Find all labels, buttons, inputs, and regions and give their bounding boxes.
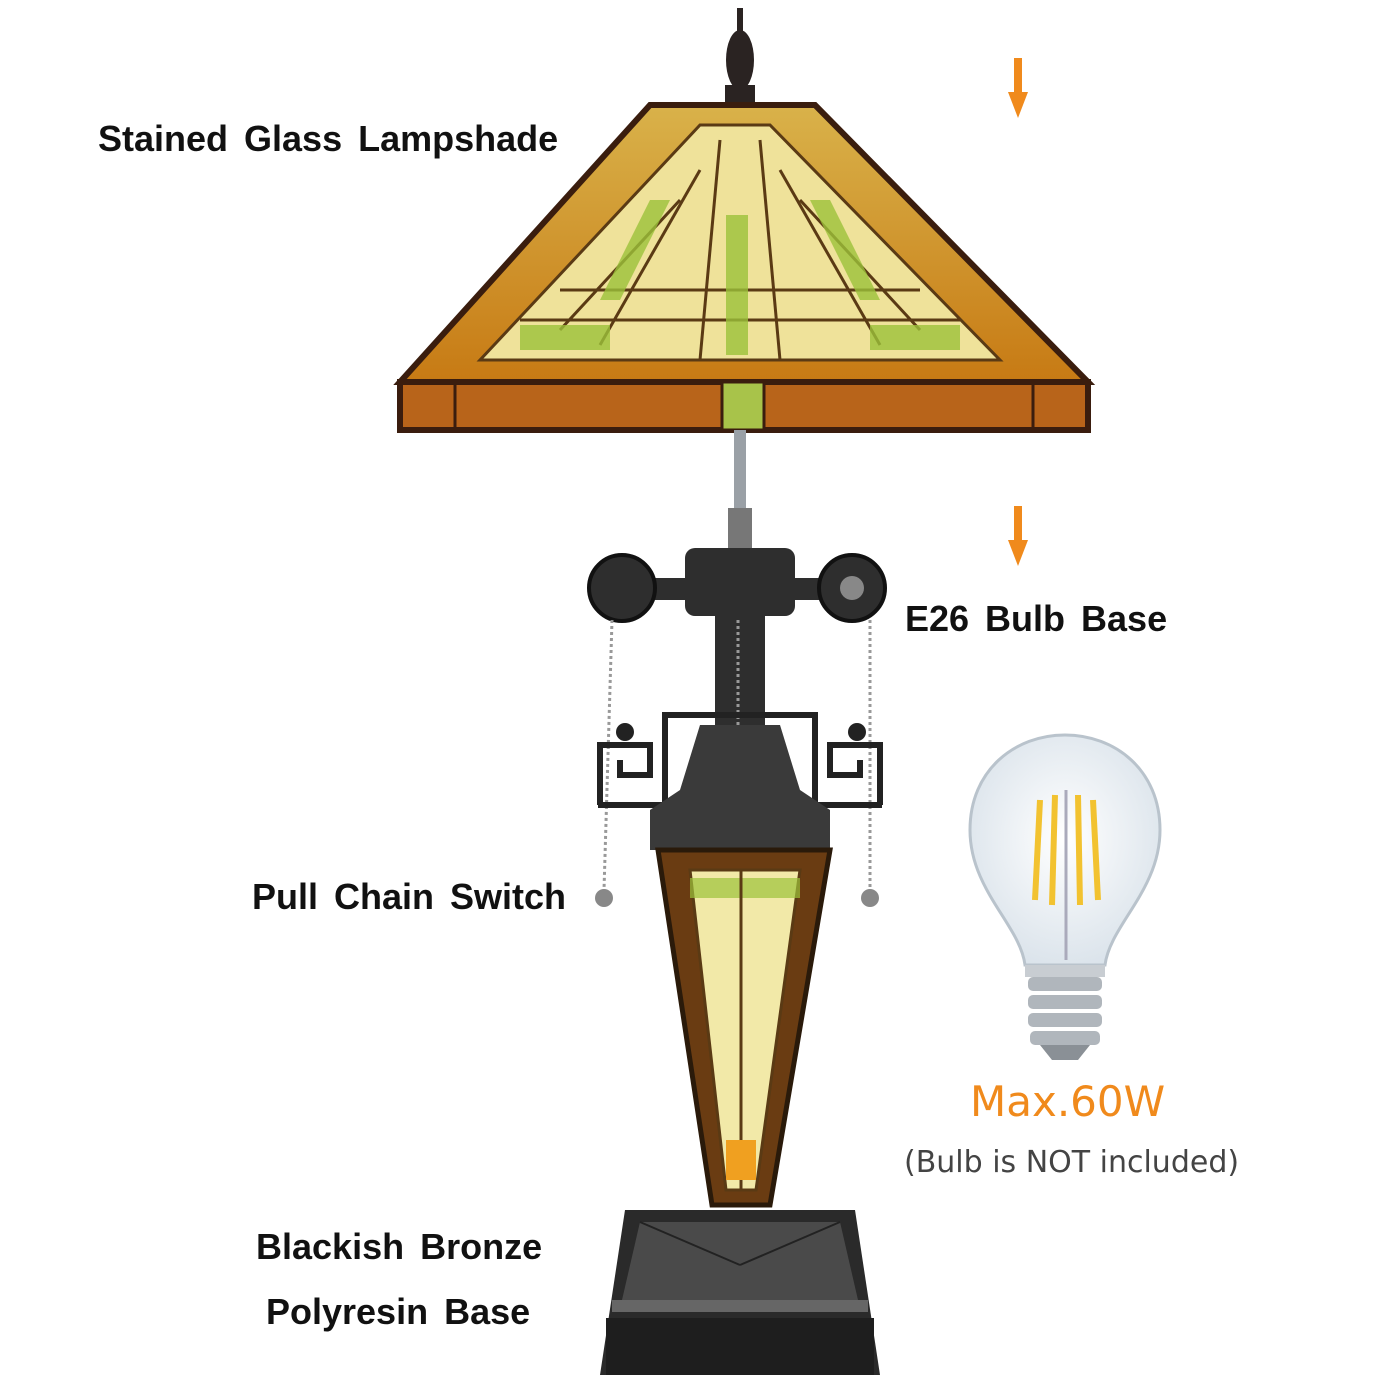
greek-key-brackets	[597, 712, 883, 808]
base-label-line2: Polyresin Base	[266, 1291, 531, 1332]
pull-chain-label: Pull Chain Switch	[252, 876, 567, 917]
e26-bulb-sockets	[587, 548, 887, 725]
bulb-not-included-note: (Bulb is NOT included)	[904, 1145, 1240, 1180]
led-filament-bulb	[968, 733, 1162, 1060]
lampshade-label: Stained Glass Lampshade	[98, 118, 559, 159]
lamp-rod	[734, 430, 746, 510]
finial	[725, 8, 755, 103]
polyresin-base	[600, 1210, 880, 1375]
stained-glass-lampshade	[393, 102, 1096, 433]
rod-nut	[728, 508, 752, 548]
arrow-down-icon	[1008, 506, 1028, 566]
bracket-ball	[616, 723, 866, 741]
max-wattage: Max.60W	[970, 1077, 1166, 1126]
arrow-down-icon	[1008, 58, 1028, 118]
bulb-base-label: E26 Bulb Base	[905, 598, 1168, 639]
lamp-body	[650, 725, 830, 850]
base-label-line1: Blackish Bronze	[256, 1226, 543, 1267]
stained-glass-column	[655, 847, 833, 1208]
